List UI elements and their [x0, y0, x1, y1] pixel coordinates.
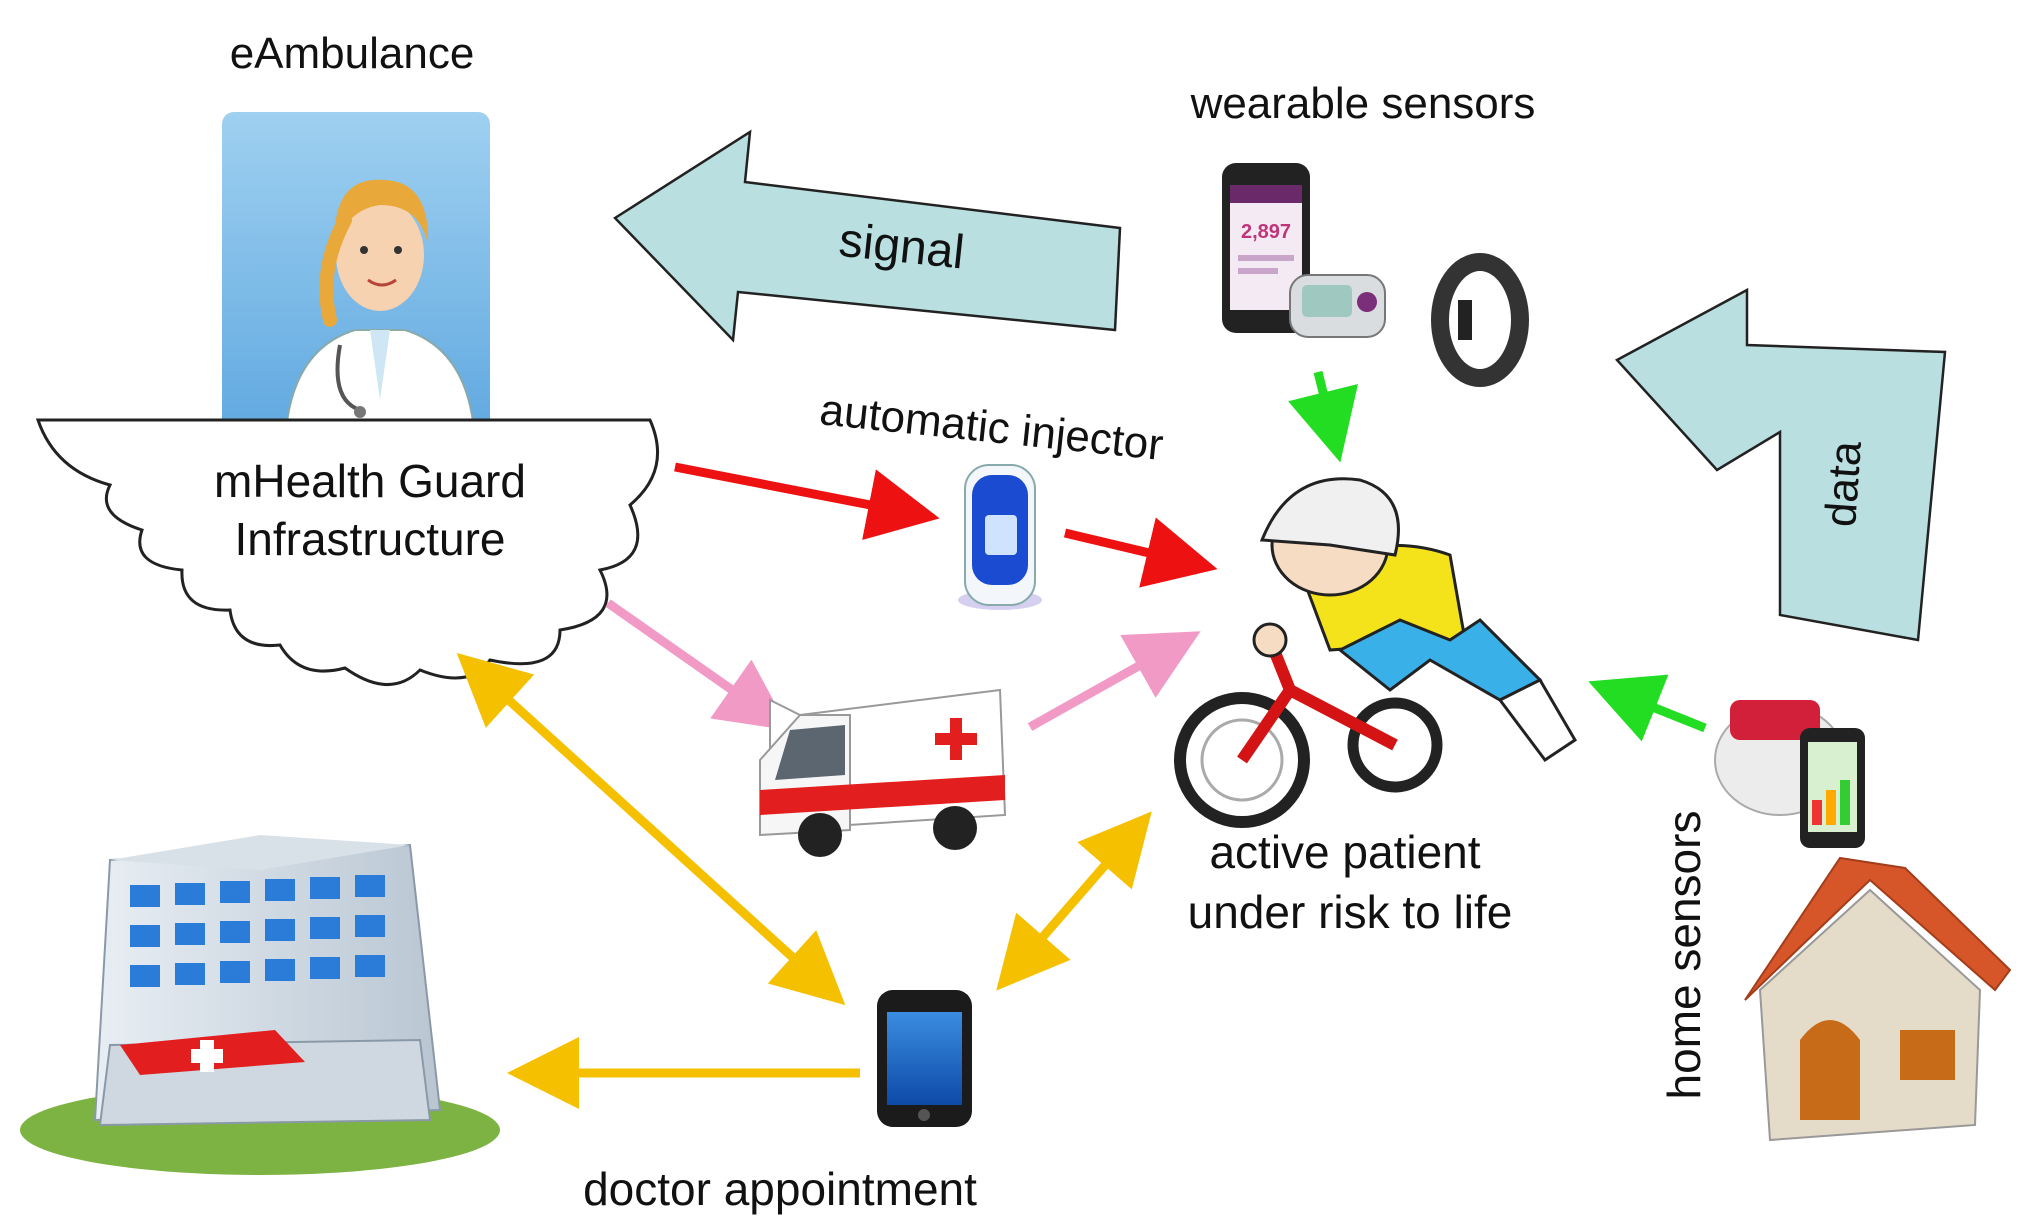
auto-injector-icon [958, 464, 1042, 610]
mhealth-label-line2: Infrastructure [235, 513, 506, 565]
wearable-sensors-label: wearable sensors [1190, 79, 1536, 128]
phone-reading: 2,897 [1241, 221, 1291, 243]
elderly-man-on-bike-icon [1174, 477, 1578, 828]
green-arrow-wearable-to-patient [1288, 370, 1359, 463]
hospital-building-icon [20, 835, 500, 1175]
pink-arrow-to-ambulance [605, 599, 790, 731]
ambulance-icon [759, 688, 1007, 857]
blood-pressure-monitor-icon [1714, 700, 1865, 848]
mhealth-label-line1: mHealth Guard [214, 455, 526, 507]
yellow-arrow-cloud-to-phone [456, 652, 846, 1006]
smartphone-icon [877, 990, 972, 1127]
house-icon [1744, 856, 2012, 1142]
signal-arrow [613, 129, 1122, 343]
patient-label-line2: under risk to life [1188, 886, 1513, 938]
data-arrow [1614, 287, 1947, 642]
red-arrow-to-injector [674, 462, 940, 541]
red-arrow-to-patient [1063, 517, 1218, 588]
pink-arrow-ambulance-to-patient [1027, 631, 1201, 731]
yellow-arrow-patient-to-phone [996, 811, 1152, 991]
fitness-band-icon [1431, 253, 1529, 387]
doctor-appointment-label: doctor appointment [583, 1163, 977, 1215]
patient-label-line1: active patient [1209, 826, 1480, 878]
cloud-icon [35, 418, 660, 686]
doctor-woman-icon [222, 112, 490, 443]
green-arrow-home-to-patient [1588, 674, 1707, 742]
smartphone-and-glucometer-icon: 2,897 [1222, 163, 1386, 338]
data-label: data [1816, 439, 1871, 528]
automatic-injector-label: automatic injector [817, 385, 1165, 470]
home-sensors-label: home sensors [1658, 811, 1710, 1100]
eambulance-label: eAmbulance [230, 29, 475, 78]
signal-label: signal [836, 214, 966, 280]
